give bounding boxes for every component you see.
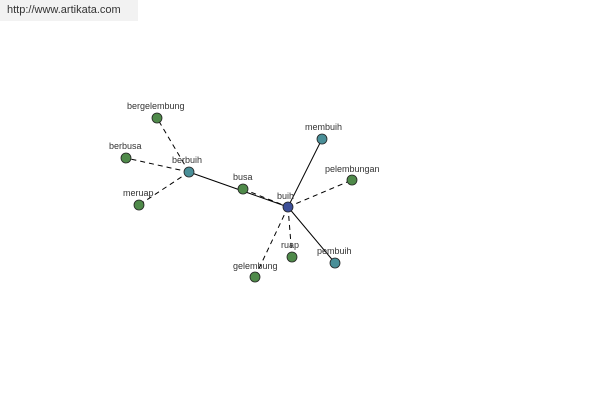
- node-pembuih[interactable]: [329, 257, 341, 269]
- source-url-banner[interactable]: http://www.artikata.com: [0, 0, 138, 21]
- node-label-ruap[interactable]: ruap: [281, 240, 299, 250]
- edge-berbuih-meruap: [138, 171, 190, 206]
- node-label-busa[interactable]: busa: [233, 172, 253, 182]
- node-label-pembuih[interactable]: pembuih: [317, 246, 352, 256]
- node-buih[interactable]: [282, 201, 294, 213]
- node-busa[interactable]: [237, 183, 249, 195]
- node-label-berbusa[interactable]: berbusa: [109, 141, 142, 151]
- node-bergelembung[interactable]: [151, 112, 163, 124]
- graph-nodes: buih berbuih membuih pembuih busa pelembungan…: [109, 101, 380, 283]
- edge-berbuih-berbusa: [125, 157, 190, 173]
- edge-buih-pembuih: [287, 206, 336, 264]
- graph-edges: [125, 117, 353, 278]
- node-label-berbuih[interactable]: berbuih: [172, 155, 202, 165]
- node-label-meruap[interactable]: meruap: [123, 188, 154, 198]
- node-gelembung[interactable]: [249, 271, 261, 283]
- edge-buih-pelembungan: [287, 179, 353, 208]
- node-berbusa[interactable]: [120, 152, 132, 164]
- node-ruap[interactable]: [286, 251, 298, 263]
- node-pelembungan[interactable]: [346, 174, 358, 186]
- edge-buih-membuih: [287, 138, 323, 208]
- node-berbuih[interactable]: [183, 166, 195, 178]
- node-label-pelembungan[interactable]: pelembungan: [325, 164, 380, 174]
- edge-buih-gelembung: [254, 206, 289, 278]
- edge-berbuih-bergelembung: [156, 117, 190, 173]
- node-membuih[interactable]: [316, 133, 328, 145]
- node-label-membuih[interactable]: membuih: [305, 122, 342, 132]
- node-label-buih[interactable]: buih: [277, 191, 294, 201]
- node-meruap[interactable]: [133, 199, 145, 211]
- edge-busa-buih: [242, 188, 289, 208]
- node-label-bergelembung[interactable]: bergelembung: [127, 101, 185, 111]
- node-label-gelembung[interactable]: gelembung: [233, 261, 278, 271]
